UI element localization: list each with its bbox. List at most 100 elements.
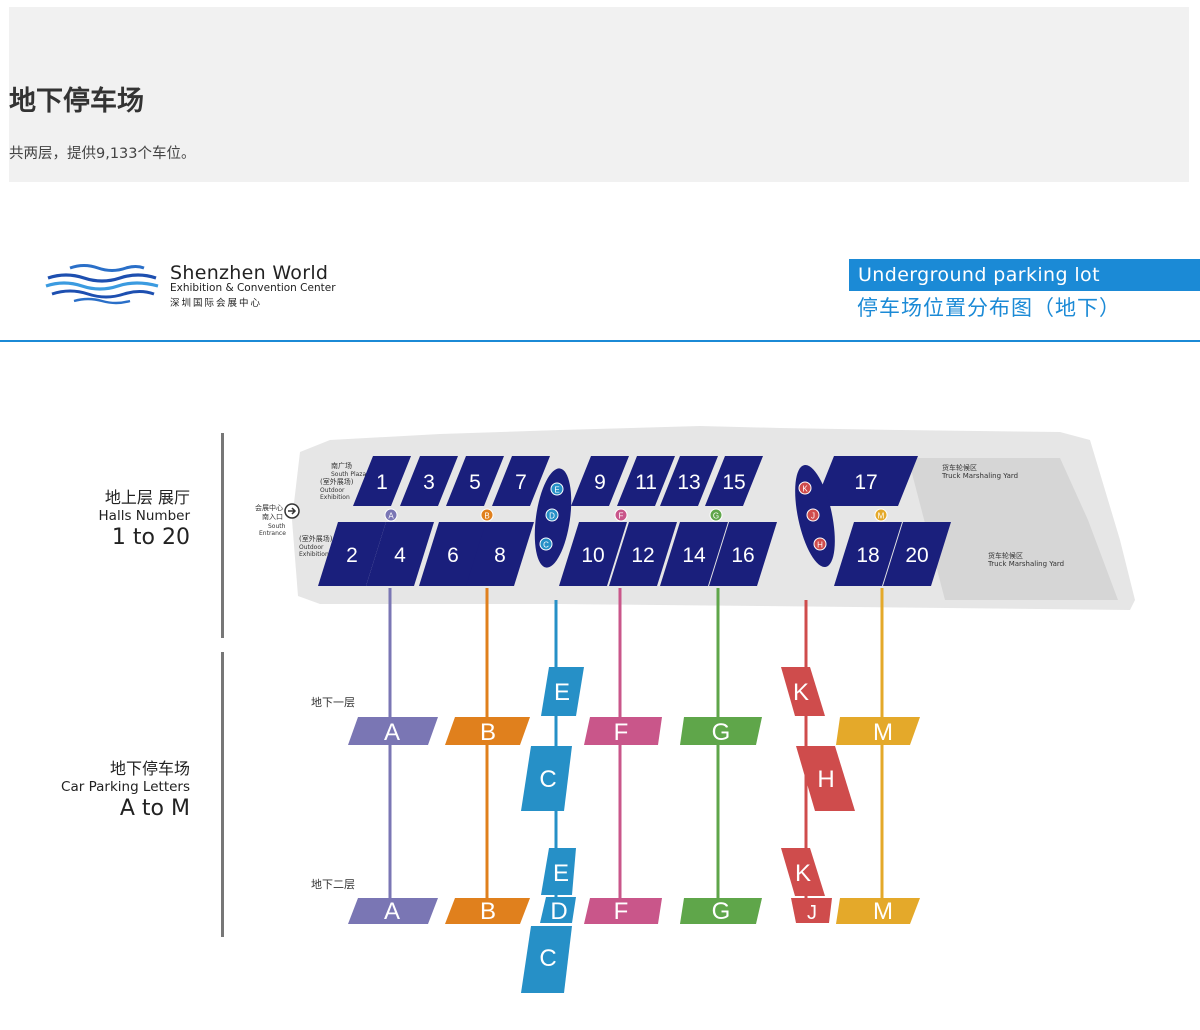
- hall-2[interactable]: 2: [318, 522, 386, 586]
- parking-F[interactable]: F: [584, 717, 662, 746]
- hall-1[interactable]: 1: [353, 456, 411, 506]
- parking-B[interactable]: B: [445, 898, 530, 925]
- marker-letter: H: [817, 541, 823, 550]
- parking-block: [348, 717, 438, 745]
- hall-number: 20: [905, 544, 928, 567]
- hall-block: [492, 456, 550, 506]
- parking-J[interactable]: J: [791, 898, 832, 924]
- hall-block: [617, 456, 675, 506]
- hall-15[interactable]: 15: [705, 456, 763, 506]
- entrance-cn2: 南入口: [262, 512, 283, 521]
- hall-17[interactable]: 17: [814, 456, 918, 506]
- hall-number: 1: [376, 471, 388, 494]
- parking-F[interactable]: F: [584, 898, 662, 925]
- parking-A[interactable]: A: [348, 717, 438, 746]
- truck-cn-bottom: 货车轮候区: [988, 551, 1023, 560]
- hall-6[interactable]: 6: [419, 522, 487, 586]
- parking-letter: B: [480, 719, 496, 746]
- parking-K[interactable]: K: [781, 667, 825, 716]
- hall-block: [660, 456, 718, 506]
- hall-9[interactable]: 9: [571, 456, 629, 506]
- parking-label-cn: 地下停车场: [109, 759, 190, 778]
- parking-block: [836, 717, 920, 745]
- parking-B[interactable]: B: [445, 717, 530, 746]
- parking-letter: H: [817, 766, 834, 793]
- info-box: 地下停车场 共两层，提供9,133个车位。: [9, 7, 1189, 182]
- hall-18[interactable]: 18: [834, 522, 902, 586]
- hall-7[interactable]: 7: [492, 456, 550, 506]
- parking-M[interactable]: M: [836, 898, 920, 925]
- parking-letter: F: [614, 898, 629, 925]
- logo-subtitle: Exhibition & Convention Center: [170, 282, 336, 294]
- marker-A: A: [384, 508, 398, 522]
- parking-K[interactable]: K: [781, 848, 825, 896]
- marker-H: H: [813, 537, 827, 551]
- outdoor-cn-top: (室外展场): [320, 477, 354, 486]
- hall-number: 7: [515, 471, 527, 494]
- marker-D: D: [545, 508, 559, 522]
- hall-3[interactable]: 3: [400, 456, 458, 506]
- left-separator-bottom: [221, 652, 224, 937]
- hall-number: 4: [394, 544, 406, 567]
- entrance-en2: Entrance: [259, 530, 286, 537]
- parking-letter: M: [873, 719, 893, 746]
- parking-E[interactable]: E: [541, 667, 584, 716]
- marker-letter: G: [713, 512, 719, 521]
- hall-block: [446, 456, 504, 506]
- marker-letter: B: [484, 512, 489, 521]
- hall-14[interactable]: 14: [660, 522, 728, 586]
- hall-8[interactable]: 8: [466, 522, 534, 586]
- hall-4[interactable]: 4: [366, 522, 434, 586]
- parking-letter: F: [614, 719, 629, 746]
- parking-letter: B: [480, 898, 496, 925]
- hall-block: [366, 522, 434, 586]
- truck-en-bottom: Truck Marshaling Yard: [987, 560, 1064, 568]
- hall-block: [559, 522, 627, 586]
- parking-A[interactable]: A: [348, 898, 438, 925]
- hall-11[interactable]: 11: [617, 456, 675, 506]
- hall-number: 12: [631, 544, 654, 567]
- parking-D[interactable]: D: [540, 897, 576, 925]
- hall-12[interactable]: 12: [609, 522, 677, 586]
- marker-E: E: [550, 482, 564, 496]
- halls-label-cn: 地上层 展厅: [104, 488, 190, 507]
- parking-G[interactable]: G: [680, 898, 762, 925]
- sw-logo: Shenzhen World Exhibition & Convention C…: [44, 262, 344, 312]
- parking-block: [791, 898, 832, 923]
- banner-english: Underground parking lot: [858, 264, 1100, 286]
- marker-M: M: [874, 508, 888, 522]
- parking-block: [680, 717, 762, 745]
- marker-letter: M: [878, 512, 885, 521]
- hall-16[interactable]: 16: [709, 522, 777, 586]
- marker-K: K: [798, 481, 812, 495]
- hall-13[interactable]: 13: [660, 456, 718, 506]
- hall-20[interactable]: 20: [883, 522, 951, 586]
- marker-letter: K: [802, 485, 808, 494]
- parking-G[interactable]: G: [680, 717, 762, 746]
- parking-letter: G: [712, 898, 731, 925]
- hall-number: 15: [722, 471, 745, 494]
- entrance-cn1: 会展中心: [255, 503, 283, 512]
- parking-H[interactable]: H: [796, 746, 855, 811]
- hall-block: [419, 522, 487, 586]
- hall-block: [834, 522, 902, 586]
- hall-number: 14: [682, 544, 706, 567]
- parking-block: [521, 926, 572, 993]
- entrance-en1: South: [268, 523, 286, 530]
- hall-5[interactable]: 5: [446, 456, 504, 506]
- hall-10[interactable]: 10: [559, 522, 627, 586]
- parking-letter: C: [539, 766, 556, 793]
- parking-letter: J: [807, 902, 817, 924]
- hall-number: 9: [594, 471, 606, 494]
- parking-letter: D: [550, 898, 567, 925]
- parking-C[interactable]: C: [521, 746, 572, 811]
- level-b2-label: 地下二层: [311, 878, 355, 891]
- outdoor-en2-bottom: Exhibition: [299, 551, 329, 558]
- hall-number: 13: [677, 471, 700, 494]
- hall-number: 2: [346, 544, 358, 567]
- parking-M[interactable]: M: [836, 717, 920, 746]
- parking-E[interactable]: E: [541, 848, 576, 895]
- parking-C[interactable]: C: [521, 926, 572, 993]
- outdoor-en1-top: Outdoor: [320, 487, 345, 494]
